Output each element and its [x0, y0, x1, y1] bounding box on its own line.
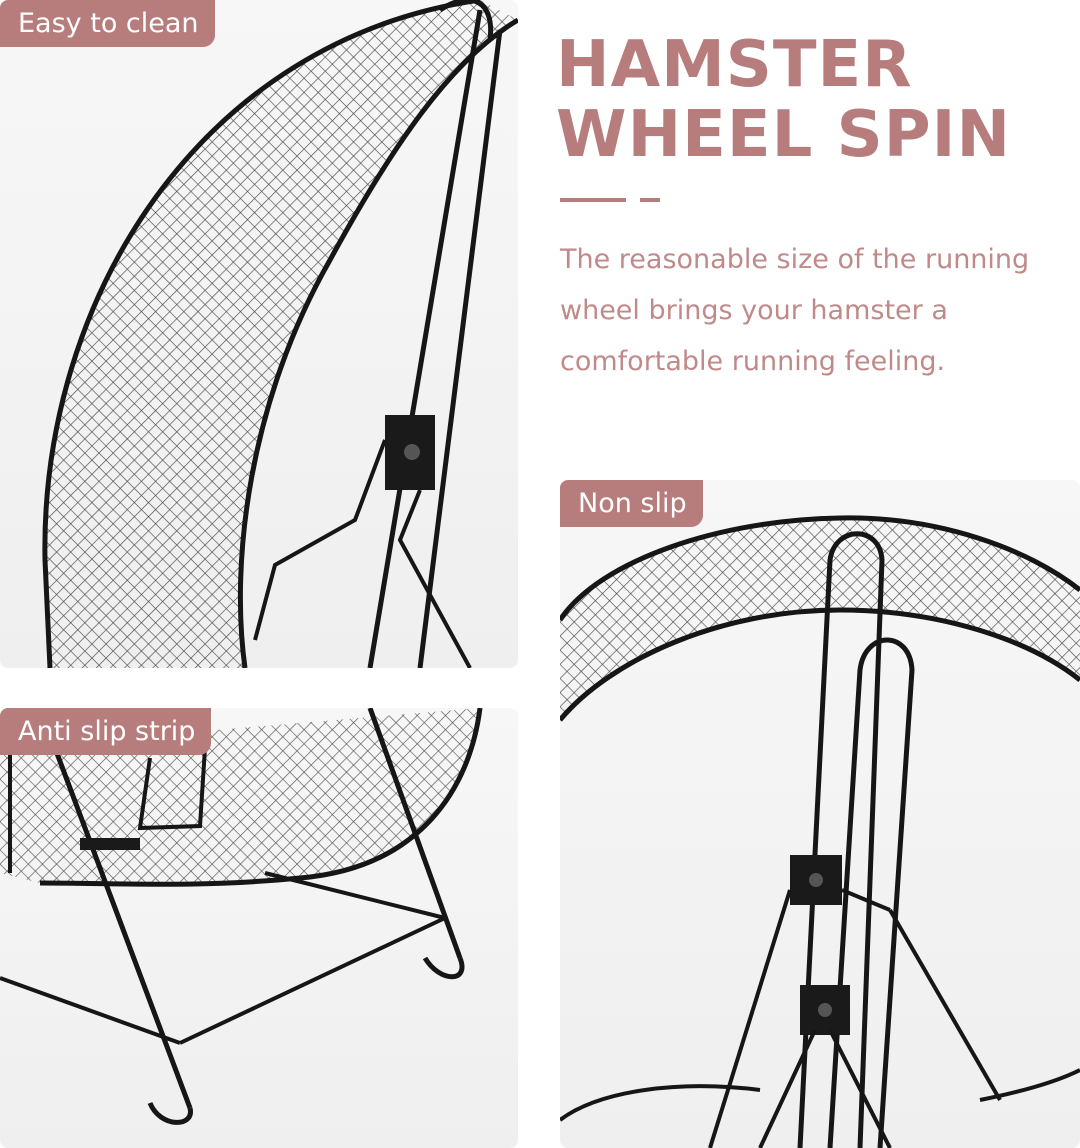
wheel-front-illustration: [560, 515, 1080, 1148]
anti-slip-strip-tag: Anti slip strip: [0, 708, 212, 755]
non-slip-tag: Non slip: [560, 480, 703, 527]
photo-wheel-base: Anti slip strip: [0, 708, 518, 1148]
title-underline-long: [560, 198, 626, 202]
photo-wheel-side: Easy to clean: [0, 0, 518, 668]
wheel-side-illustration: [42, 0, 518, 668]
page-title: HAMSTER WHEEL SPIN: [556, 30, 1011, 170]
easy-to-clean-tag: Easy to clean: [0, 0, 215, 47]
photo-wheel-front: Non slip: [560, 480, 1080, 1148]
title-line-2: WHEEL SPIN: [556, 98, 1012, 172]
wheel-base-illustration: [0, 708, 483, 1125]
product-description: The reasonable size of the running wheel…: [560, 244, 1030, 377]
title-line-1: HAMSTER: [556, 28, 913, 102]
title-underline-short: [640, 198, 660, 202]
